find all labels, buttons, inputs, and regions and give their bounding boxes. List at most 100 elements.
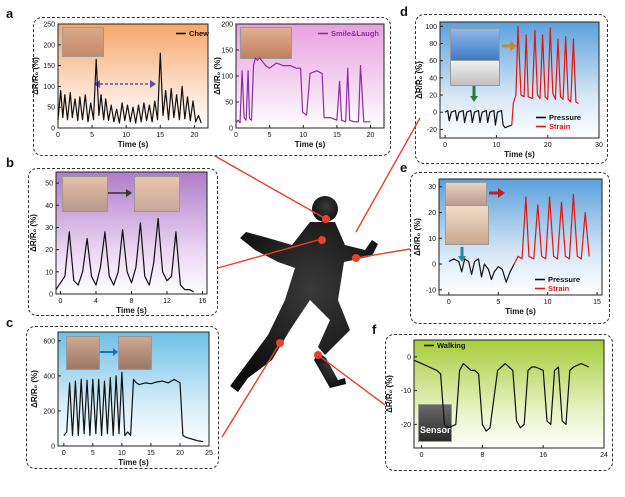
y-tick-label: 200 [221, 22, 233, 29]
x-tick-label: 0 [234, 132, 238, 139]
arrow-icon-c [100, 348, 118, 356]
panel-label-b: b [6, 155, 14, 170]
y-tick-label: 150 [221, 48, 233, 55]
knee-photo-1 [66, 336, 100, 370]
y-axis-label: ΔR/R₀ (%) [385, 375, 394, 413]
arrow-icon-d-right [502, 41, 517, 51]
y-axis-label: ΔR/R₀ (%) [29, 214, 38, 252]
wrist-photo-2 [445, 205, 489, 245]
x-tick-label: 15 [333, 132, 341, 139]
plot-frame [57, 23, 209, 129]
y-tick-label: 0 [407, 354, 411, 361]
glove-photo-1 [450, 28, 500, 62]
legend-label: Strain [549, 122, 571, 131]
face-photo-smile [240, 27, 292, 59]
y-tick-label: 100 [221, 74, 233, 81]
y-tick-label: 0 [229, 126, 233, 133]
x-tick-label: 8 [480, 452, 484, 459]
x-tick-label: 5 [496, 299, 500, 306]
x-tick-label: 0 [443, 142, 447, 149]
x-tick-label: 5 [268, 132, 272, 139]
x-tick-label: 0 [58, 298, 62, 305]
y-tick-label: 10 [45, 269, 53, 276]
series-line-pressure [444, 109, 512, 129]
panel-f-frame [385, 334, 613, 471]
y-tick-label: 20 [45, 247, 53, 254]
x-axis-label: Time (s) [504, 150, 535, 159]
x-tick-label: 4 [94, 298, 98, 305]
y-tick-label: 20 [428, 210, 436, 217]
y-tick-label: 50 [45, 181, 53, 188]
y-tick-label: 40 [429, 75, 437, 82]
legend-label: Strain [548, 284, 570, 293]
x-axis-label: Time (s) [118, 458, 149, 467]
arrow-icon-d-down [470, 86, 478, 102]
series-line-smile-laugh [235, 57, 371, 124]
arrow-icon-e-right [489, 188, 505, 198]
x-tick-label: 20 [544, 142, 552, 149]
legend-label: Walking [437, 341, 466, 350]
y-tick-label: 0 [432, 262, 436, 269]
y-tick-label: 150 [43, 63, 55, 70]
panel-d-frame [415, 14, 608, 164]
y-tick-label: 40 [45, 203, 53, 210]
x-tick-label: 15 [593, 299, 601, 306]
y-tick-label: 10 [428, 236, 436, 243]
y-tick-label: 600 [43, 338, 55, 345]
panel-b-frame [28, 168, 218, 316]
x-tick-label: 15 [156, 132, 164, 139]
sensor-label: Sensor [420, 425, 451, 435]
legend-label: Chew [189, 29, 209, 38]
panel-c-frame [26, 326, 219, 469]
series-line-pressure [448, 258, 515, 283]
x-axis-label: Time (s) [505, 307, 536, 316]
y-tick-label: 0 [51, 444, 55, 451]
series-line-b [55, 218, 194, 293]
legend-label: Smile&Laugh [331, 29, 379, 38]
series-line-c [63, 371, 204, 443]
x-tick-label: 5 [91, 450, 95, 457]
x-axis-label: Time (s) [118, 140, 149, 149]
y-axis-label: ΔR/R₀ (%) [413, 218, 422, 256]
series-line-strain [511, 25, 579, 126]
plot-frame [413, 339, 605, 449]
panel-label-c: c [6, 315, 14, 330]
y-axis-label: ΔR/R₀ (%) [415, 61, 424, 99]
y-tick-label: 100 [425, 24, 437, 31]
x-tick-label: 30 [595, 142, 603, 149]
plot-frame [438, 178, 603, 296]
x-axis-label: Time (s) [116, 306, 147, 315]
panel-label-e: e [400, 160, 408, 175]
x-tick-label: 12 [163, 298, 171, 305]
y-tick-label: 0 [49, 292, 53, 299]
x-tick-label: 10 [544, 299, 552, 306]
x-tick-label: 20 [367, 132, 375, 139]
y-tick-label: 80 [429, 41, 437, 48]
neck-photo-2 [134, 176, 180, 212]
panel-label-f: f [372, 322, 377, 337]
x-tick-label: 25 [205, 450, 213, 457]
x-tick-label: 0 [62, 450, 66, 457]
x-tick-label: 24 [600, 452, 608, 459]
x-tick-label: 16 [539, 452, 547, 459]
panel-label-d: d [400, 4, 408, 19]
x-tick-label: 10 [493, 142, 501, 149]
y-axis-label: ΔR/R₀ (%) [31, 57, 40, 95]
x-tick-label: 10 [122, 132, 130, 139]
knee-photo-2 [118, 336, 152, 370]
y-tick-label: 400 [43, 373, 55, 380]
x-tick-label: 20 [176, 450, 184, 457]
y-tick-label: 30 [45, 225, 53, 232]
plot-frame [439, 21, 600, 139]
x-tick-label: 16 [199, 298, 207, 305]
y-tick-label: 30 [428, 184, 436, 191]
neck-photo-1 [62, 176, 108, 212]
x-tick-label: 0 [420, 452, 424, 459]
y-tick-label: 50 [47, 105, 55, 112]
